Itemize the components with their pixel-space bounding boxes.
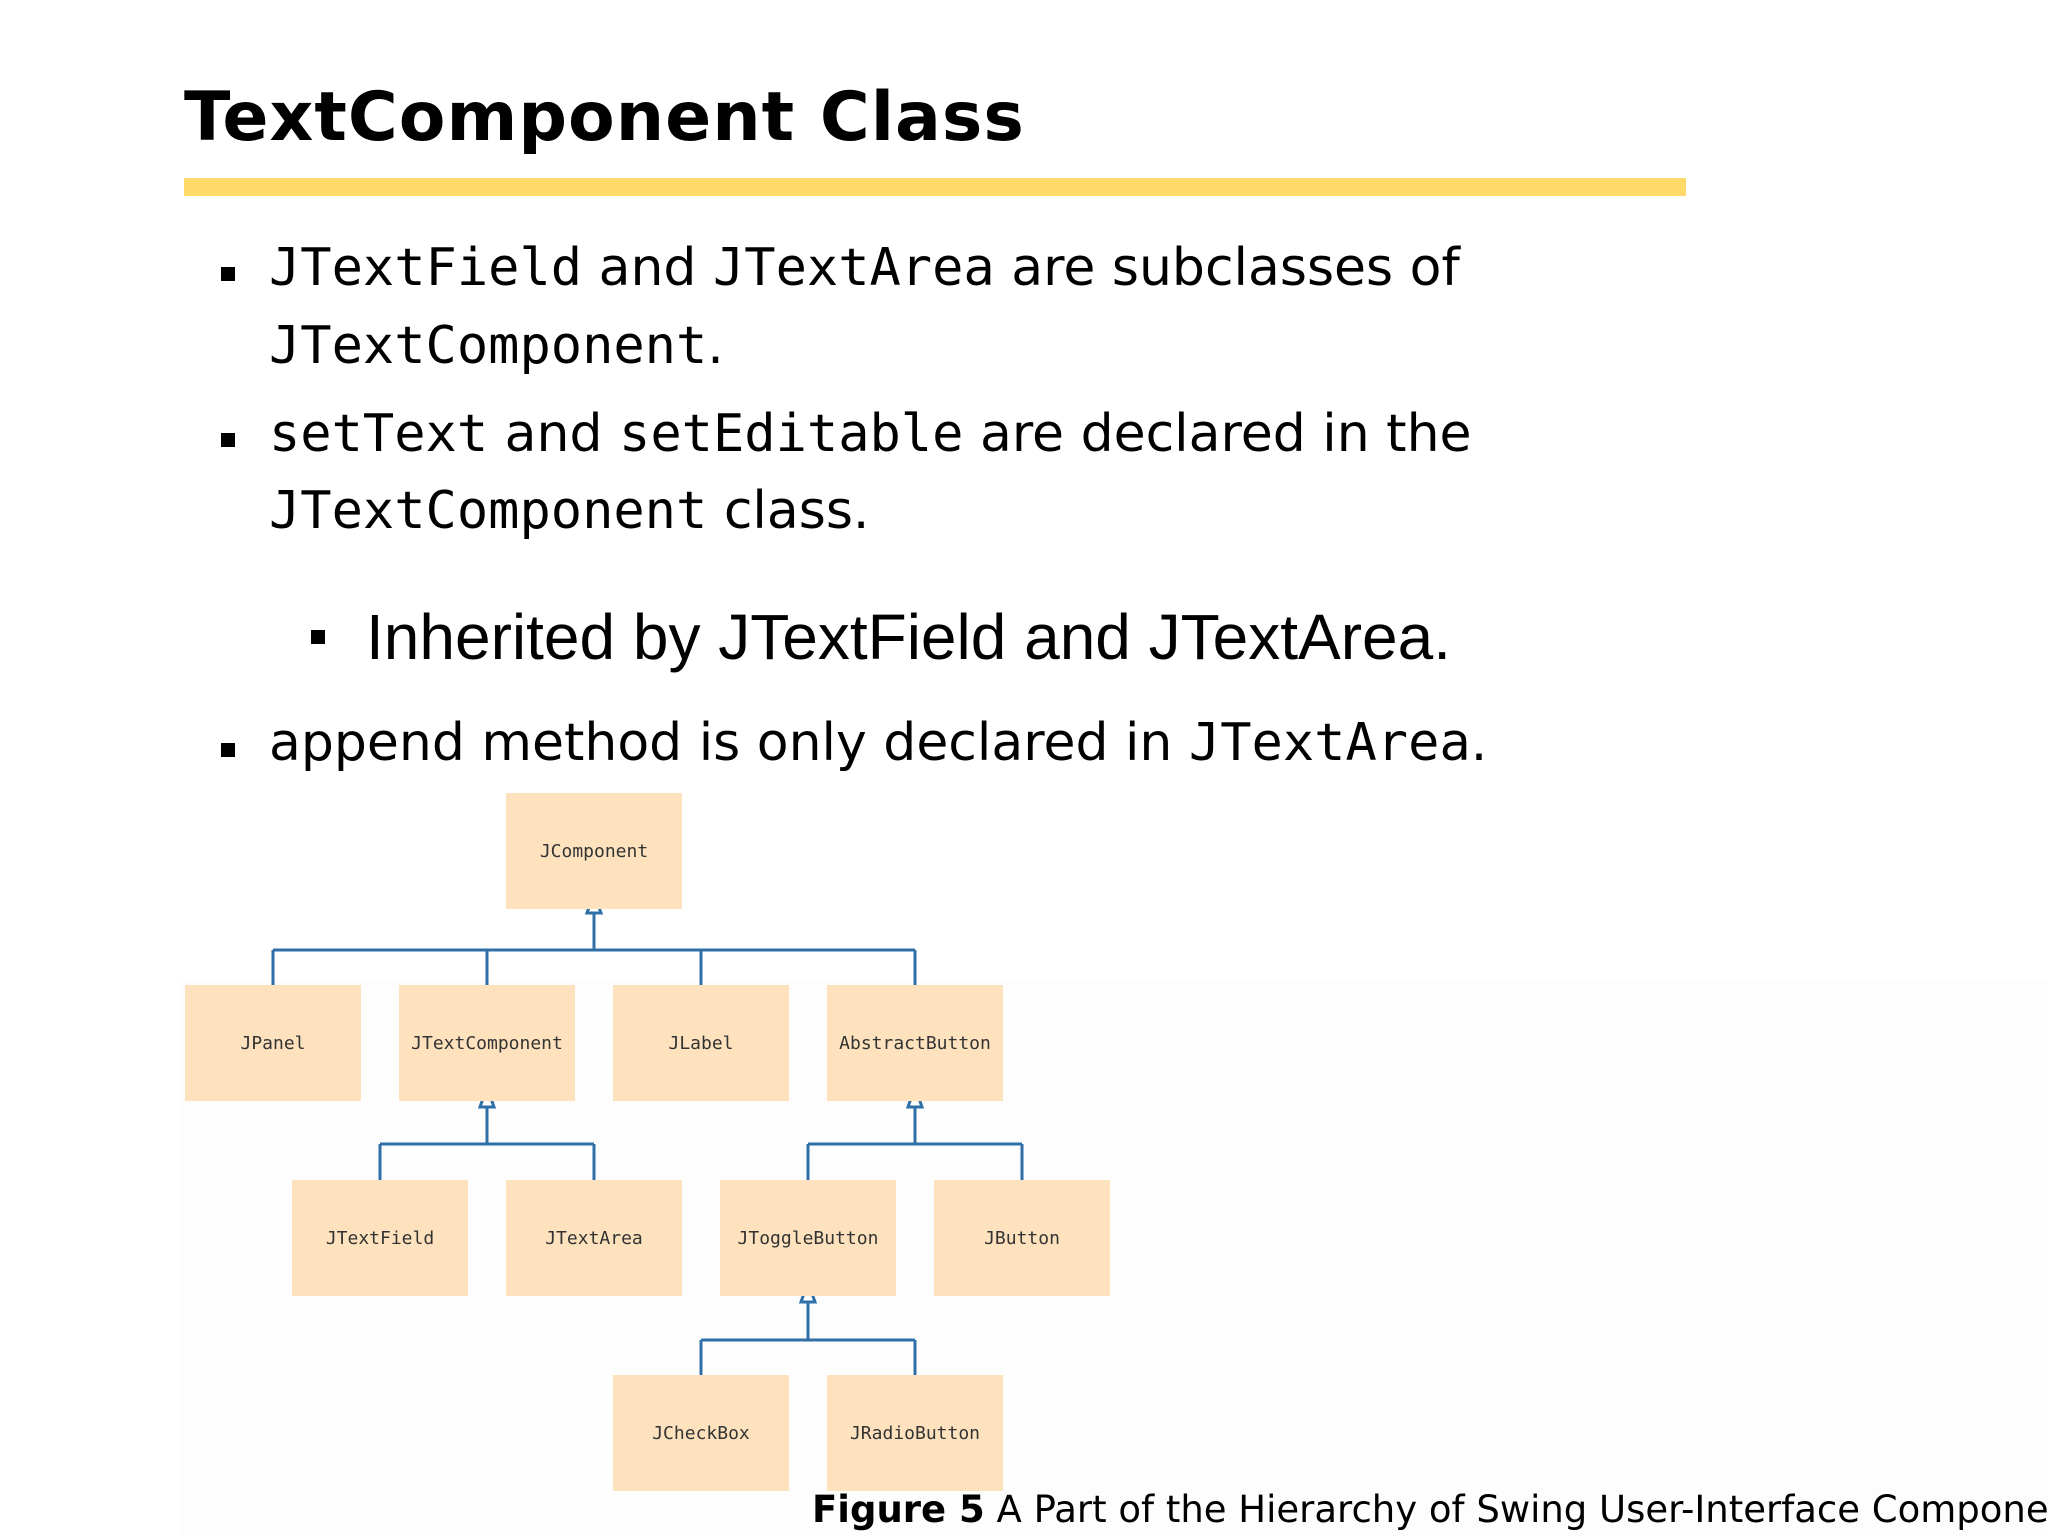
node-jtextcomponent: JTextComponent <box>399 985 575 1101</box>
node-jlabel: JLabel <box>613 985 789 1101</box>
code-jtextarea: JTextArea <box>1188 713 1471 773</box>
bullet-2-line-2: JTextComponent class. <box>269 485 869 537</box>
bullet-text: class. <box>707 481 870 541</box>
node-jpanel: JPanel <box>185 985 361 1101</box>
code-jtextcomponent: JTextComponent <box>269 316 708 376</box>
node-jcheckbox: JCheckBox <box>613 1375 789 1491</box>
figure-caption-text: A Part of the Hierarchy of Swing User-In… <box>984 1488 2048 1531</box>
code-seteditable: setEditable <box>619 404 964 464</box>
bullet-text: append <box>269 713 465 773</box>
sub-bullet-marker <box>311 630 325 644</box>
node-jtextfield: JTextField <box>292 1180 468 1296</box>
bullet-marker <box>221 267 235 281</box>
figure-caption: Figure 5 A Part of the Hierarchy of Swin… <box>812 1488 2048 1531</box>
bullet-text: and <box>488 404 620 464</box>
bullet-text: and <box>582 238 713 298</box>
code-jtextarea: JTextArea <box>712 238 995 298</box>
code-jtextfield: JTextField <box>269 238 583 298</box>
bullet-2-line-1: setText and setEditable are declared in … <box>269 408 1472 460</box>
bullet-marker <box>221 433 235 447</box>
bullet-marker <box>221 743 235 757</box>
node-abstractbutton: AbstractButton <box>827 985 1003 1101</box>
bullet-text: method is only declared in <box>464 713 1189 773</box>
title-underline <box>184 178 1686 196</box>
bullet-1-line-1: JTextField and JTextArea are subclasses … <box>269 242 1460 294</box>
bullet-text: . <box>707 316 724 376</box>
bullet-1-line-2: JTextComponent. <box>269 320 724 372</box>
node-jcomponent: JComponent <box>506 793 682 909</box>
figure-label: Figure 5 <box>812 1488 985 1531</box>
code-jtextcomponent: JTextComponent <box>269 481 708 541</box>
node-jtogglebutton: JToggleButton <box>720 1180 896 1296</box>
node-jtextarea: JTextArea <box>506 1180 682 1296</box>
bullet-3-line-1: append method is only declared in JTextA… <box>269 717 1487 769</box>
slide-title: TextComponent Class <box>184 78 1025 157</box>
bullet-text: are declared in the <box>963 404 1472 464</box>
sub-bullet-text: Inherited by JTextField and JTextArea. <box>366 601 1451 673</box>
node-jbutton: JButton <box>934 1180 1110 1296</box>
node-jradiobutton: JRadioButton <box>827 1375 1003 1491</box>
bullet-text: are subclasses of <box>994 238 1460 298</box>
bullet-text: . <box>1470 713 1488 773</box>
code-settext: setText <box>269 404 489 464</box>
